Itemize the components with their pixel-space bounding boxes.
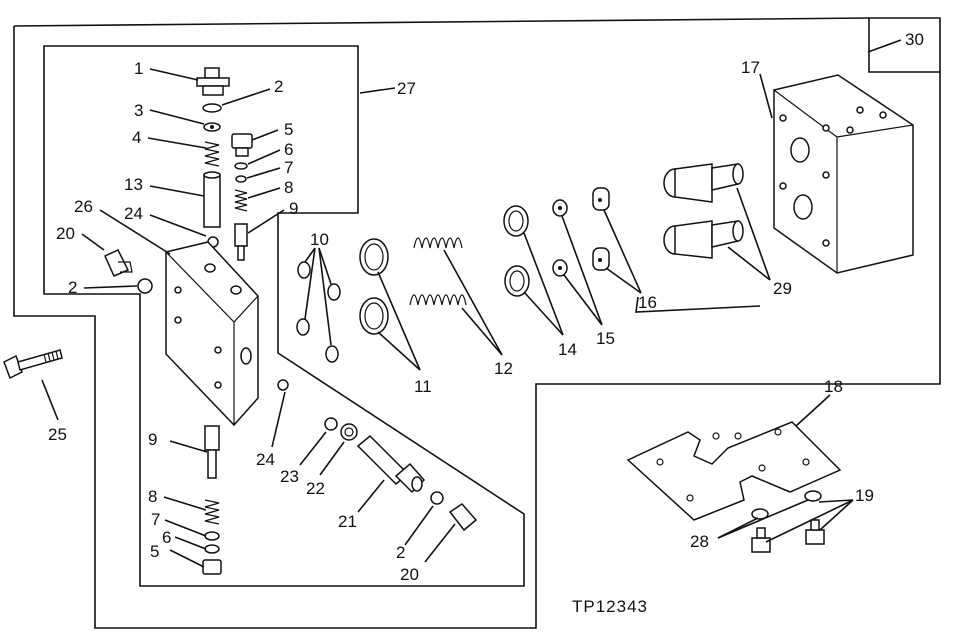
- callout-9: 9: [289, 199, 298, 218]
- part-1-fitting: [196, 67, 230, 96]
- part-17-block: [773, 74, 914, 274]
- callout-16: 16: [638, 293, 657, 312]
- part-6-ring-lower: [204, 544, 220, 554]
- part-7-ring: [235, 175, 247, 183]
- part-2-oring-left: [137, 278, 153, 294]
- part-8-spring-lower: [204, 499, 220, 525]
- callout-14: 14: [558, 340, 577, 359]
- part-7-ring-lower: [204, 531, 220, 541]
- part-9-poppet: [234, 223, 248, 261]
- callout-21: 21: [338, 512, 357, 531]
- callout-13: 13: [124, 175, 143, 194]
- callout-10: 10: [310, 230, 329, 249]
- part-10-orings: [296, 261, 341, 363]
- callout-5-lower: 5: [150, 542, 159, 561]
- callout-26: 26: [74, 197, 93, 216]
- inner-boundary: [43, 45, 525, 587]
- callout-6: 6: [284, 140, 293, 159]
- part-9-poppet-lower: [204, 425, 220, 479]
- callout-20-lower: 20: [400, 565, 419, 584]
- callout-9-lower: 9: [148, 430, 157, 449]
- callout-2: 2: [274, 77, 283, 96]
- part-5-plug-lower: [202, 559, 222, 575]
- part-2-oring: [202, 103, 222, 113]
- callout-12: 12: [494, 359, 513, 378]
- callout-23: 23: [280, 467, 299, 486]
- outer-boundary-top: [13, 17, 870, 27]
- callout-17: 17: [741, 58, 760, 77]
- callout-8-lower: 8: [148, 487, 157, 506]
- part-20-fitting: [104, 249, 133, 277]
- callout-28: 28: [690, 532, 709, 551]
- callout-18: 18: [824, 377, 843, 396]
- part-19-bolts: [751, 519, 825, 553]
- part-11-orings: [359, 238, 389, 335]
- callout-22: 22: [306, 479, 325, 498]
- part-18-plate: [626, 421, 842, 521]
- leader-lines: [41, 39, 902, 568]
- callout-4: 4: [132, 128, 141, 147]
- callout-5: 5: [284, 120, 293, 139]
- callout-3: 3: [134, 101, 143, 120]
- callout-6-lower: 6: [162, 528, 171, 547]
- callout-2-left: 2: [68, 278, 77, 297]
- part-16-plugs: [592, 187, 610, 271]
- callout-8: 8: [284, 178, 293, 197]
- part-26-valve-body: [165, 241, 259, 427]
- part-20-fitting-lower: [448, 503, 478, 532]
- callout-15: 15: [596, 329, 615, 348]
- callout-24: 24: [124, 204, 143, 223]
- part-15-washers: [552, 199, 568, 277]
- callout-11: 11: [414, 377, 432, 396]
- part-25-bolt: [3, 349, 63, 380]
- part-12-springs: [409, 237, 467, 306]
- callout-27: 27: [397, 79, 416, 98]
- part-13-sleeve: [203, 171, 221, 228]
- callout-7-lower: 7: [151, 510, 160, 529]
- callout-25: 25: [48, 425, 67, 444]
- part-2-oring-lower: [430, 491, 444, 505]
- part-4-spring: [204, 141, 220, 167]
- part-28-washer-2: [804, 490, 822, 502]
- callout-7: 7: [284, 158, 293, 177]
- part-29-cartridges: [663, 163, 744, 259]
- callout-24-lower: 24: [256, 450, 275, 469]
- reference-code: TP12343: [572, 597, 648, 616]
- part-14-washers: [503, 205, 530, 297]
- callout-20: 20: [56, 224, 75, 243]
- callout-29: 29: [773, 279, 792, 298]
- callout-19: 19: [855, 486, 874, 505]
- callout-1: 1: [134, 59, 143, 78]
- outer-boundary: [13, 17, 941, 629]
- part-5-plug: [231, 133, 253, 157]
- callout-2-lower: 2: [396, 543, 405, 562]
- part-22-ring: [340, 423, 358, 441]
- part-24-ball-lower: [277, 379, 289, 391]
- callout-30: 30: [905, 30, 924, 49]
- part-6-ring: [234, 162, 248, 170]
- part-8-spring: [234, 189, 248, 212]
- part-23-ring: [324, 417, 338, 431]
- part-21-spool: [356, 434, 426, 494]
- part-28-washer: [751, 508, 769, 520]
